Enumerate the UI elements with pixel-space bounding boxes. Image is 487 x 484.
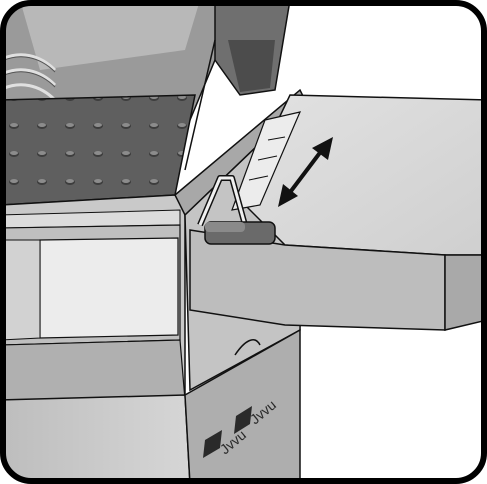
cabinet-emblem [203,406,252,458]
firebox-front [3,194,186,406]
lid-strut [184,39,216,171]
adjustment-lever-icon [197,175,276,245]
double-headed-arrow-icon [278,137,333,207]
grill-cabinet: Jvvu Jvvu [3,328,301,481]
side-shelf [189,94,484,331]
cooking-grate [3,94,196,206]
adjustment-slot [231,111,302,211]
grill-lid [3,3,291,121]
